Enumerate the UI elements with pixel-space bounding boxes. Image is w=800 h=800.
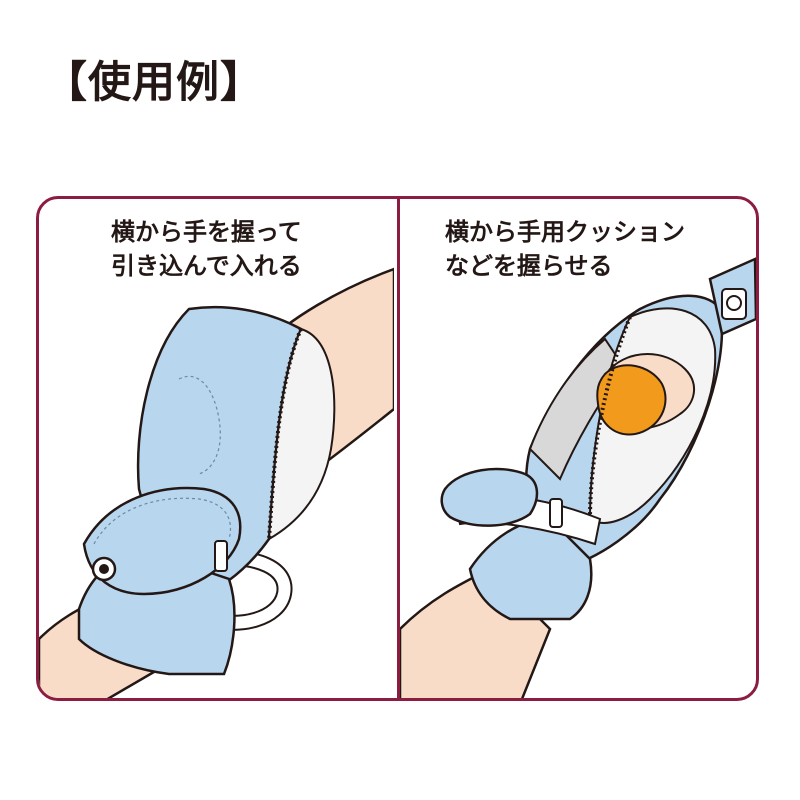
panel-divider	[397, 199, 400, 698]
mitten-cushion-illustration	[400, 257, 756, 698]
caption-left-line2: 引き込んで入れる	[111, 252, 302, 280]
example-panel-right: 横から手用クッション などを握らせる	[400, 199, 756, 698]
caption-left-line1: 横から手を握って	[111, 218, 302, 246]
page-heading: 【使用例】	[44, 58, 264, 108]
mitten-insert-hand-illustration	[39, 267, 394, 698]
caption-right-line1: 横から手用クッション	[445, 218, 685, 246]
example-panel-left: 横から手を握って 引き込んで入れる	[39, 199, 394, 698]
caption-right-line2: などを握らせる	[445, 252, 613, 280]
caption-right: 横から手用クッション などを握らせる	[445, 215, 756, 283]
caption-left: 横から手を握って 引き込んで入れる	[111, 215, 466, 283]
usage-examples-frame: 横から手を握って 引き込んで入れる	[36, 196, 759, 701]
